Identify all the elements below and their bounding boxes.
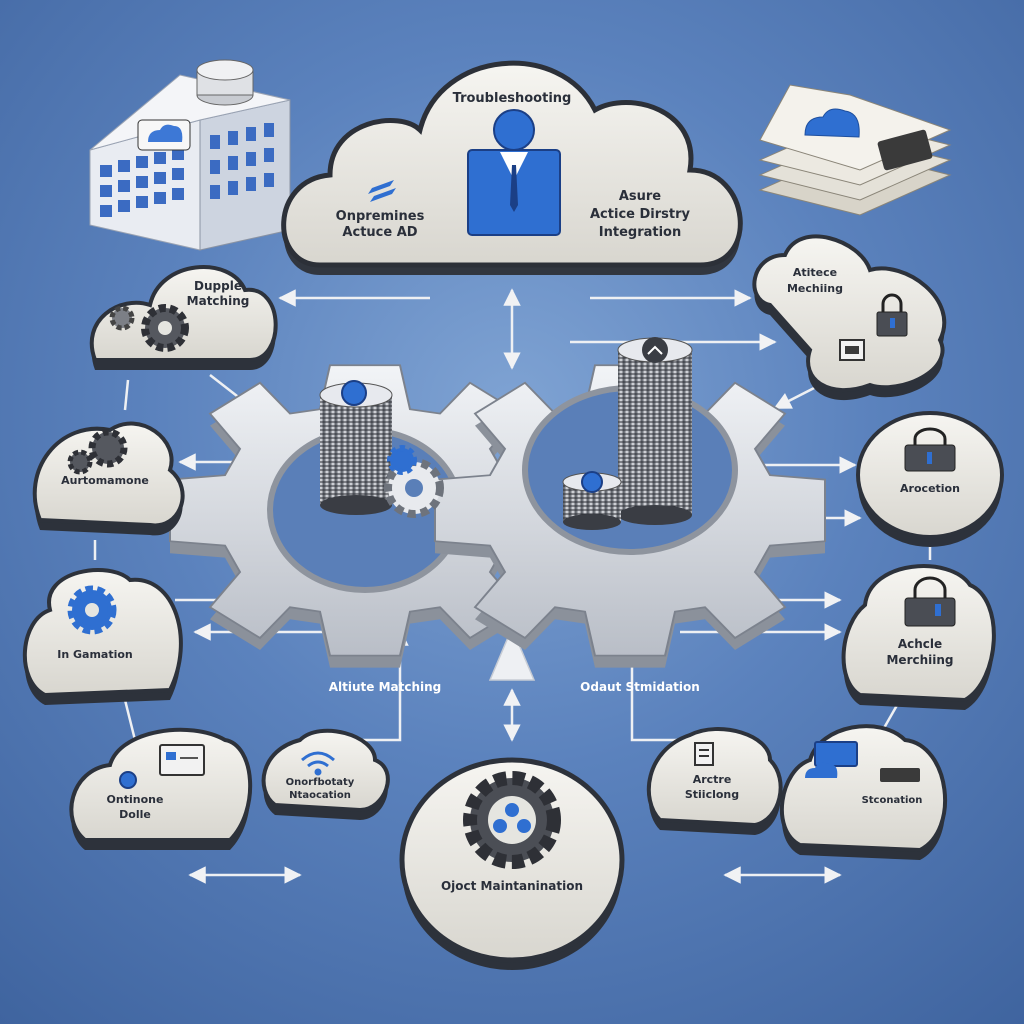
cloud-left-line2: Actuce AD [342, 225, 417, 240]
node-bottom-inner-right-line1: Arctre [693, 773, 732, 786]
cloud-title: Troubleshooting [453, 91, 572, 106]
node-bottom-inner-left: Onorfbotaty Ntaocation [261, 728, 390, 820]
cloud-computer-icon [805, 741, 920, 782]
node-left-top-line2: Matching [187, 294, 250, 308]
node-left-mid: Aurtomamone [32, 421, 185, 536]
wifi-icon [301, 751, 335, 776]
lock-icon [876, 293, 908, 337]
team-gear-icon [463, 771, 561, 869]
node-bottom-right-label: Stconation [862, 795, 923, 806]
node-left-top: Dupple Matching [89, 265, 278, 370]
gear-icon [88, 428, 128, 468]
floating-label-left: Altiute Matching [329, 680, 442, 694]
node-bottom-left: Ontinone Dolle [69, 727, 252, 850]
node-bottom-center: Ojoct Maintanination [399, 757, 625, 970]
gear-icon [67, 449, 93, 475]
node-left-low: In Gamation [23, 568, 183, 705]
node-bottom-inner-left-line2: Ntaocation [289, 790, 351, 801]
node-bottom-inner-right-line2: Stiiclong [685, 788, 739, 801]
cloud-right-line2: Actice Dirstry [590, 207, 691, 222]
cloud-left-line1: Onpremines [336, 209, 425, 224]
node-right-top: Atitece Mechiing [752, 234, 947, 401]
azure-logo-icon [368, 180, 396, 202]
node-right-low-line2: Merchiing [886, 653, 953, 667]
cloud-right-line1: Asure [619, 189, 661, 204]
node-right-mid-label: Arocetion [900, 482, 960, 495]
right-server-cylinder-icon [617, 337, 693, 525]
small-server-cylinder-icon [562, 471, 622, 530]
node-left-top-line1: Dupple [194, 279, 242, 293]
node-right-low-line1: Achcle [898, 637, 942, 651]
node-bottom-inner-left-line1: Onorfbotaty [286, 777, 355, 788]
id-card-icon [839, 339, 865, 361]
node-bottom-right: Stconation [779, 724, 948, 860]
user-icon [467, 109, 561, 236]
node-bottom-left-line1: Ontinone [107, 793, 164, 806]
left-server-cylinder-icon [319, 380, 393, 515]
status-dot-icon [119, 771, 137, 789]
lock-icon [904, 427, 956, 472]
central-cloud: Troubleshooting Onpremines Actuce AD Asu… [281, 60, 743, 275]
floating-label-right: Odaut Stmidation [580, 680, 700, 694]
connector-right-top-b [773, 383, 821, 410]
connector-left-col-a [123, 379, 130, 411]
building-icon [89, 59, 291, 251]
node-right-top-line1: Atitece [793, 266, 837, 279]
document-icon [694, 742, 714, 766]
node-right-top-line2: Mechiing [787, 282, 843, 295]
document-stack-icon [758, 84, 952, 216]
node-left-mid-label: Aurtomamone [61, 474, 149, 487]
up-arrow-triangle [488, 626, 536, 681]
node-right-low: Achcle Merchiing [841, 564, 996, 710]
lock-icon [904, 576, 956, 627]
node-bottom-left-line2: Dolle [119, 808, 151, 821]
node-bottom-center-label: Ojoct Maintanination [441, 879, 583, 893]
node-bottom-inner-right: Arctre Stiiclong [646, 727, 783, 835]
gear-icon [109, 305, 135, 331]
connector-left-col-c [123, 699, 137, 741]
small-blue-gear-icon [387, 445, 417, 475]
node-right-mid: Arocetion [856, 411, 1004, 547]
cloud-right-line3: Integration [599, 225, 681, 240]
node-left-low-label: In Gamation [57, 648, 133, 661]
